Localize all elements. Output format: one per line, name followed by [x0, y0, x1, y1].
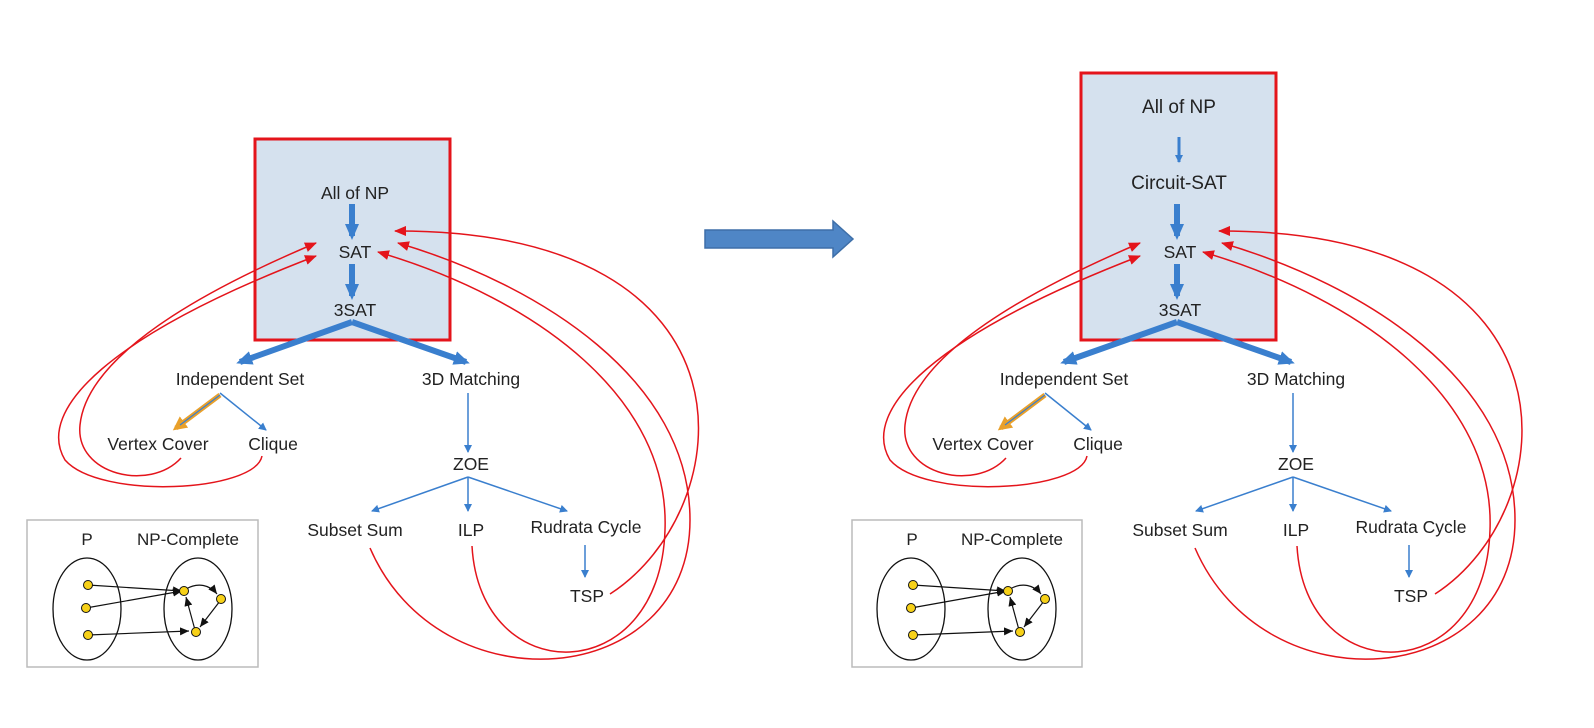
right-legend-node — [1015, 627, 1025, 637]
left-label-subset-sum: Subset Sum — [307, 520, 402, 540]
left-legend-node — [81, 603, 91, 613]
right-legend-edge — [912, 584, 1007, 595]
right-red-ilp-to-sat — [1202, 250, 1491, 653]
right-red-vc-to-sat — [904, 242, 1141, 477]
right-label-zoe: ZOE — [1278, 454, 1314, 474]
right-legend-edge — [912, 627, 1014, 636]
left-legend-frame — [26, 519, 259, 668]
left-legend-node — [191, 627, 201, 637]
right-arrow-zoe-to-rudrata — [1292, 476, 1392, 513]
left-label-3d-matching: 3D Matching — [422, 369, 520, 389]
right-legend-frame — [851, 519, 1083, 668]
right-arrow-3sat-to-indset — [1060, 319, 1179, 365]
right-label-tsp: TSP — [1394, 586, 1428, 606]
left-arrow-zoe-to-rudrata — [467, 476, 568, 513]
left-label-clique: Clique — [248, 434, 298, 454]
right-arrow-indset-to-clique — [1044, 392, 1092, 431]
left-legend-npc-set — [163, 557, 233, 661]
left-red-clique-to-sat — [57, 255, 317, 488]
left-legend-node — [179, 586, 189, 596]
right-legend-node — [908, 630, 918, 640]
left-legend-p-set — [52, 557, 122, 661]
left-legend-edge — [87, 584, 183, 595]
right-legend-edge — [1009, 584, 1042, 595]
right-label-circuit-sat: Circuit-SAT — [1131, 173, 1227, 194]
left-label-3sat: 3SAT — [334, 300, 377, 320]
right-legend-p: P — [906, 530, 917, 549]
left-legend-edge — [184, 596, 196, 631]
right-legend-node — [906, 603, 916, 613]
right-arrow-indset-to-vc-core — [1004, 394, 1046, 426]
left-legend-np-complete: NP-Complete — [137, 530, 239, 549]
right-legend: P NP-Complete — [851, 519, 1083, 668]
left-diagram: All of NP SAT 3SAT Independent Set 3D Ma… — [26, 137, 700, 668]
right-label-independent-set: Independent Set — [1000, 369, 1129, 389]
left-label-zoe: ZOE — [453, 454, 489, 474]
right-legend-np-complete: NP-Complete — [961, 530, 1063, 549]
transition-arrow — [704, 219, 855, 259]
left-arrow-zoe-to-subset — [371, 476, 469, 513]
left-label-ilp: ILP — [458, 520, 484, 540]
left-label-tsp: TSP — [570, 586, 604, 606]
right-red-clique-to-sat — [882, 255, 1141, 488]
right-legend-npc-set — [987, 557, 1057, 661]
left-arrow-indset-to-vc-core — [179, 394, 221, 426]
right-label-3sat: 3SAT — [1159, 300, 1202, 320]
right-legend-node — [1040, 594, 1050, 604]
right-label-rudrata-cycle: Rudrata Cycle — [1356, 517, 1467, 537]
left-red-vc-to-sat — [79, 242, 317, 477]
left-label-vertex-cover: Vertex Cover — [107, 434, 208, 454]
left-arrow-3sat-to-3dm — [351, 319, 470, 365]
right-arrow-zoe-to-subset — [1195, 476, 1294, 513]
left-label-sat: SAT — [339, 242, 372, 262]
right-label-vertex-cover: Vertex Cover — [932, 434, 1033, 454]
left-legend-node — [216, 594, 226, 604]
left-legend-edge — [185, 584, 218, 595]
left-legend-edge — [199, 600, 221, 628]
left-red-ilp-to-sat — [377, 250, 666, 653]
right-legend-edge — [1008, 596, 1020, 631]
left-arrow-indset-to-clique — [219, 392, 267, 431]
right-label-ilp: ILP — [1283, 520, 1309, 540]
right-diagram: All of NP Circuit-SAT SAT 3SAT Independe… — [851, 71, 1523, 668]
right-label-clique: Clique — [1073, 434, 1123, 454]
left-legend-node — [83, 580, 93, 590]
left-red-subset-to-sat — [369, 241, 691, 660]
left-red-tsp-to-sat — [394, 225, 700, 595]
left-legend-edge — [85, 588, 183, 609]
right-legend-edge — [910, 588, 1007, 609]
right-legend-node — [1003, 586, 1013, 596]
left-label-all-np: All of NP — [321, 183, 389, 203]
right-legend-edge — [1023, 600, 1045, 628]
right-legend-p-set — [876, 557, 946, 661]
right-red-subset-to-sat — [1194, 241, 1516, 660]
left-legend-node — [83, 630, 93, 640]
left-legend-p: P — [81, 530, 92, 549]
left-legend-edge — [87, 627, 190, 636]
left-arrow-3sat-to-indset — [236, 319, 354, 365]
left-label-rudrata-cycle: Rudrata Cycle — [531, 517, 642, 537]
right-red-tsp-to-sat — [1218, 225, 1523, 595]
right-label-3d-matching: 3D Matching — [1247, 369, 1345, 389]
right-arrow-3sat-to-3dm — [1176, 319, 1295, 365]
left-label-independent-set: Independent Set — [176, 369, 305, 389]
right-label-all-np: All of NP — [1142, 97, 1216, 118]
right-label-sat: SAT — [1164, 242, 1197, 262]
right-label-subset-sum: Subset Sum — [1132, 520, 1227, 540]
left-legend: P NP-Complete — [26, 519, 259, 668]
right-legend-node — [908, 580, 918, 590]
